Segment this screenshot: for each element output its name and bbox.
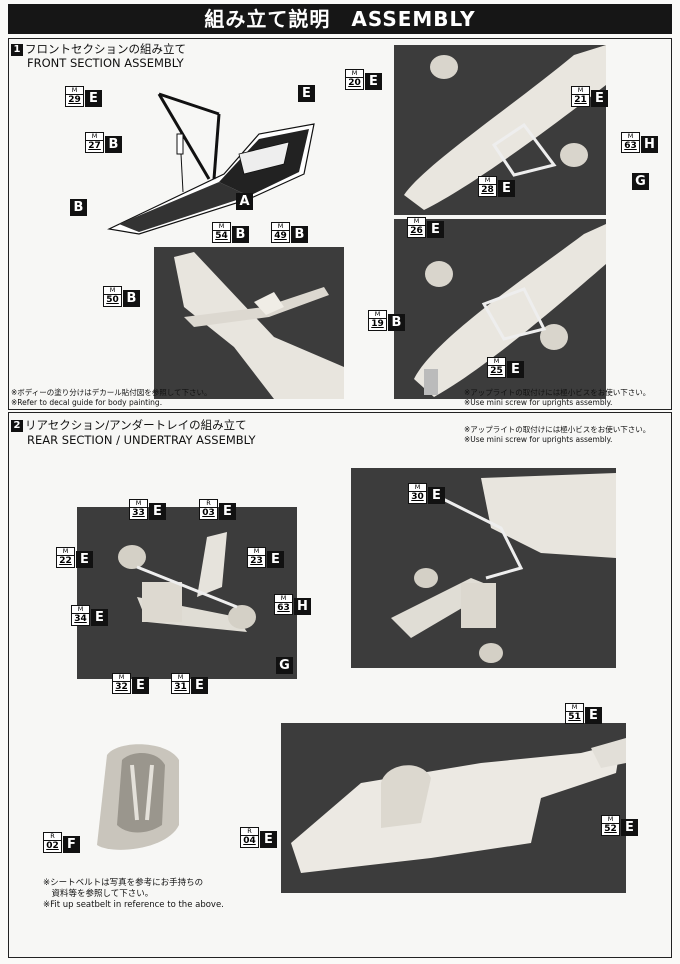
section1-title-en: FRONT SECTION ASSEMBLY: [27, 56, 184, 70]
seat-photo: [87, 735, 187, 865]
part-label-g-right: G: [631, 173, 649, 190]
section2-title-en: REAR SECTION / UNDERTRAY ASSEMBLY: [27, 433, 256, 447]
rear-assembly-photo: [351, 468, 616, 668]
rear-suspension-photo: [77, 507, 297, 679]
page-title: 組み立て説明 ASSEMBLY: [8, 4, 672, 34]
part-label-g-rear: G: [275, 657, 293, 674]
part-label-b-nose: B: [69, 199, 87, 216]
front-chassis-photo: [154, 247, 344, 399]
undertray-photo: [281, 723, 626, 893]
step-number-2: 2: [11, 420, 23, 432]
note-seatbelt: ※シートベルトは写真を参考にお手持ちの 資料等を参照して下さい。 ※Fit up…: [43, 878, 224, 910]
step-number-1: 1: [11, 44, 23, 56]
note-body-painting: ※ボディーの塗り分けはデカール貼付図を参照して下さい。 ※Refer to de…: [11, 388, 212, 407]
part-label-e-top: E: [297, 85, 315, 102]
front-nose-drawing: [107, 92, 315, 235]
note-mini-screw-1: ※アップライトの取付けには極小ビスをお使い下さい。 ※Use mini scre…: [464, 388, 651, 407]
note-mini-screw-2: ※アップライトの取付けには極小ビスをお使い下さい。 ※Use mini scre…: [464, 425, 651, 444]
part-label-a-under: A: [235, 193, 253, 210]
